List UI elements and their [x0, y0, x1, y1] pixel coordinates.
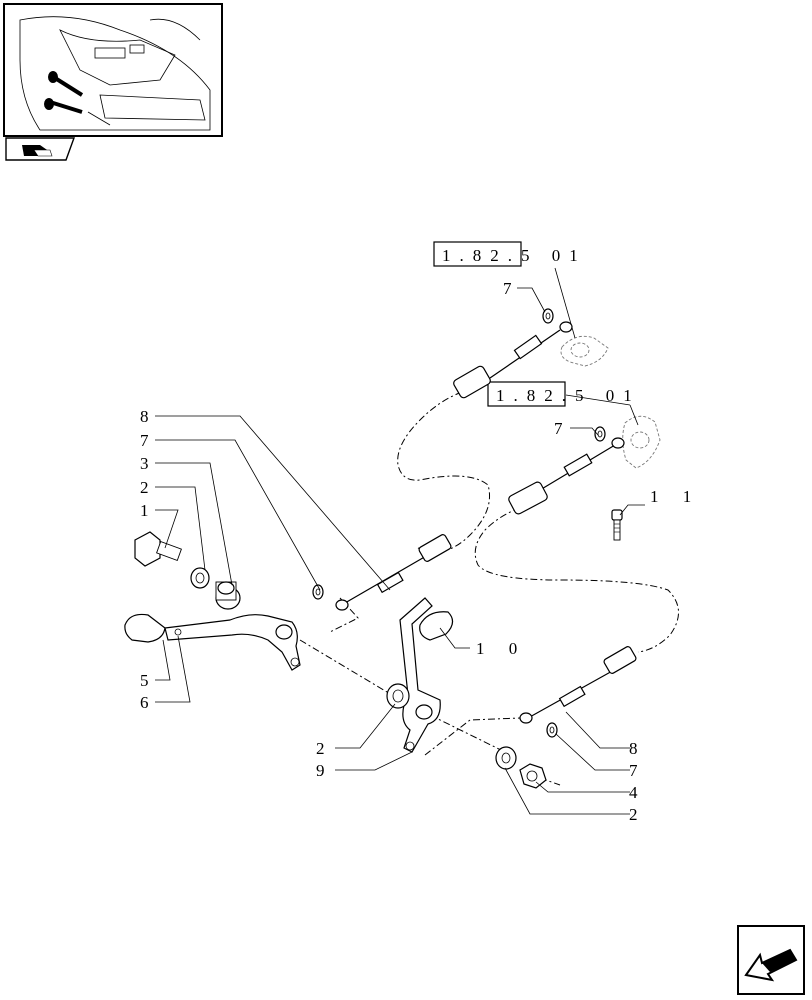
callout-7-lower: 7	[554, 419, 565, 438]
clip-right[interactable]	[546, 722, 558, 738]
svg-text:1.82.5 01: 1.82.5 01	[442, 246, 587, 265]
callout-1: 1	[140, 501, 151, 520]
lever-6[interactable]	[164, 614, 301, 671]
callout-7-right: 7	[629, 761, 640, 780]
book-page-icon	[5, 137, 75, 161]
previous-page-arrow-icon[interactable]	[737, 925, 805, 995]
leader-lines	[155, 287, 645, 815]
callout-6: 6	[140, 693, 151, 712]
callout-7-upper: 7	[503, 279, 514, 298]
thumbnail-image	[3, 3, 223, 137]
callout-9: 9	[316, 761, 327, 780]
washer-2-left[interactable]	[190, 567, 210, 589]
link-path-a	[329, 597, 359, 633]
clip-lower[interactable]	[594, 426, 606, 442]
bolt-11[interactable]	[611, 509, 623, 541]
reference-lower[interactable]: 1.82.5 01	[487, 381, 641, 407]
link-path-b	[299, 639, 393, 696]
callout-5: 5	[140, 671, 151, 690]
cable-path-lower	[474, 507, 679, 653]
clip-upper[interactable]	[542, 308, 554, 324]
callout-3: 3	[140, 454, 151, 473]
ghost-control-valve-lower	[565, 394, 661, 469]
washer-2-center[interactable]	[386, 683, 410, 709]
callout-2-left: 2	[140, 478, 151, 497]
ghost-control-valve-upper	[554, 267, 609, 367]
control-cable-right[interactable]	[519, 646, 637, 724]
bushing-3[interactable]	[215, 581, 241, 610]
control-cable-left[interactable]	[335, 534, 452, 611]
knob-10[interactable]	[419, 611, 454, 641]
knob-5[interactable]	[124, 613, 166, 643]
control-cable-upper[interactable]	[452, 321, 573, 399]
bolt-1[interactable]	[134, 531, 182, 567]
reference-upper[interactable]: 1.82.5 01	[433, 241, 587, 267]
link-path-d	[424, 717, 521, 756]
cable-path-upper	[397, 391, 490, 553]
control-cable-lower[interactable]	[507, 437, 625, 515]
lever-9[interactable]	[399, 597, 441, 753]
callout-7-left: 7	[140, 431, 151, 450]
washer-2-right[interactable]	[495, 746, 517, 770]
callout-2-right: 2	[629, 805, 640, 824]
callout-11: 1 1	[650, 487, 701, 506]
callout-8-right: 8	[629, 739, 640, 758]
nut-4[interactable]	[519, 763, 547, 789]
clip-left[interactable]	[312, 584, 324, 600]
link-path-c	[429, 714, 506, 753]
callout-8-left: 8	[140, 407, 151, 426]
callout-10: 1 0	[476, 639, 527, 658]
callout-2-bottom: 2	[316, 739, 327, 758]
callout-4: 4	[629, 783, 640, 802]
